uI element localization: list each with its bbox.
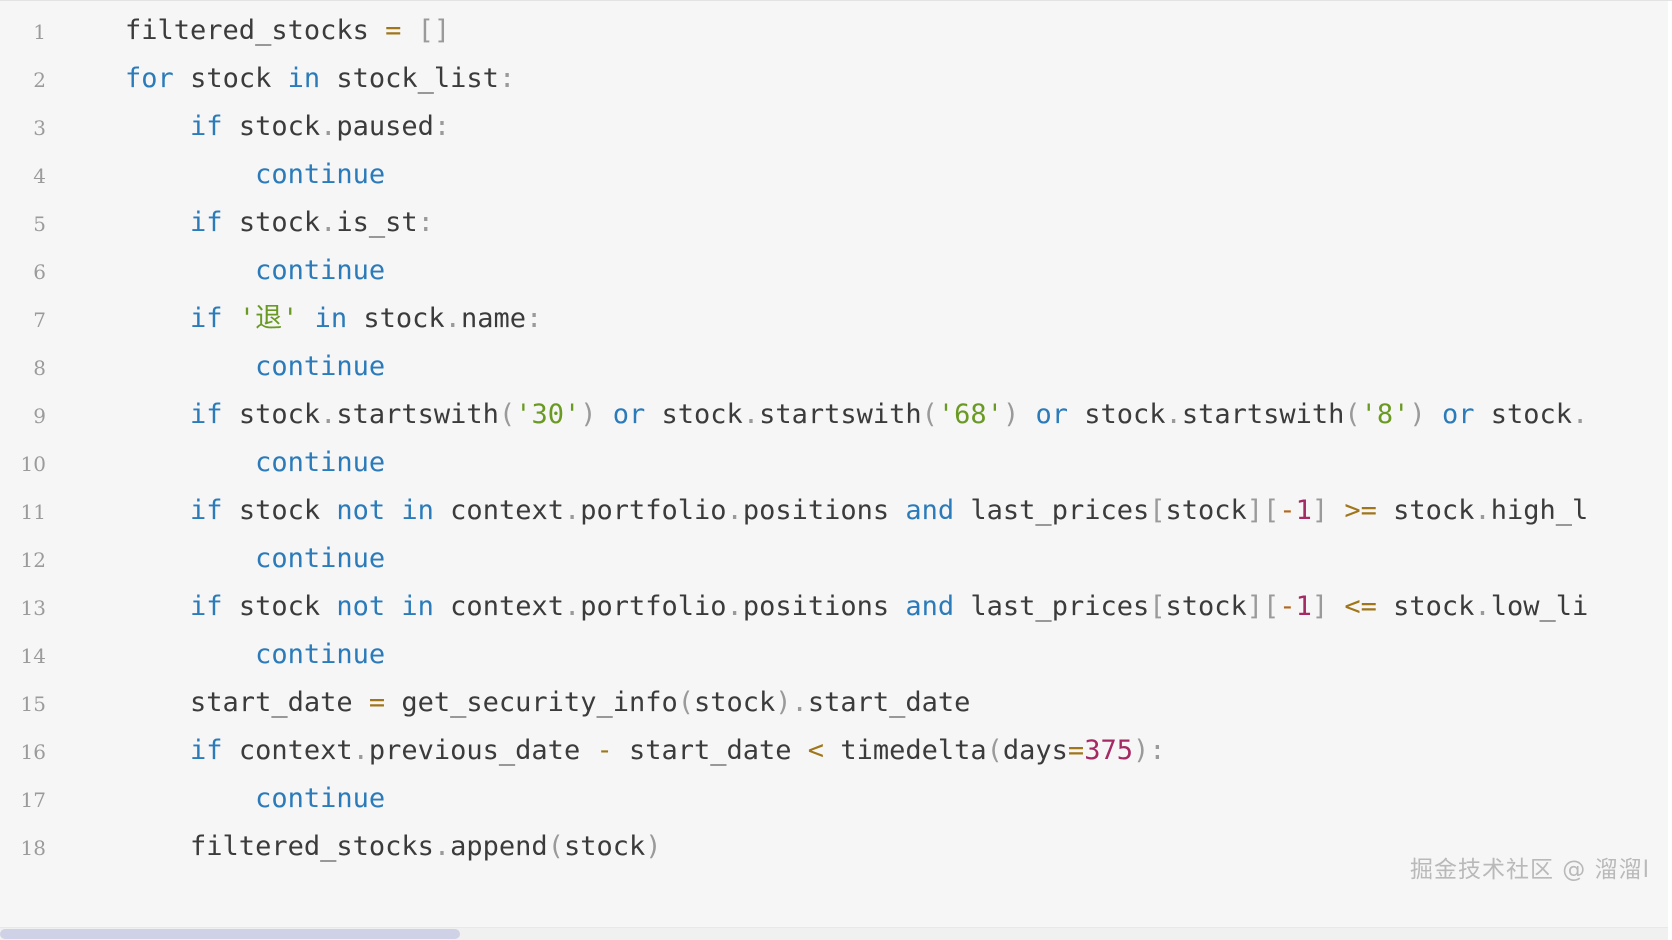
line-content: if stock not in context.portfolio.positi…: [190, 495, 1589, 526]
line-content: if '退' in stock.name:: [190, 303, 543, 334]
line-content: continue: [255, 159, 386, 190]
line-content: filtered_stocks.append(stock): [60, 831, 662, 862]
code-line[interactable]: 5 if stock.is_st:: [0, 199, 1672, 247]
line-content: filtered_stocks = []: [60, 15, 451, 46]
line-number: 12: [20, 548, 46, 572]
line-content: continue: [255, 639, 386, 670]
line-content: continue: [255, 543, 386, 574]
horizontal-scrollbar-thumb[interactable]: [0, 929, 460, 939]
code-line[interactable]: 12 continue: [0, 535, 1672, 583]
line-number: 7: [33, 308, 46, 332]
line-content: continue: [255, 351, 386, 382]
line-content: continue: [255, 783, 386, 814]
line-number: 18: [20, 836, 46, 860]
line-content: if stock.startswith('30') or stock.start…: [190, 399, 1589, 430]
line-number: 9: [33, 404, 46, 428]
line-content: continue: [255, 447, 386, 478]
code-line[interactable]: 15 start_date = get_security_info(stock)…: [0, 679, 1672, 727]
code-line[interactable]: 3 if stock.paused:: [0, 103, 1672, 151]
line-number: 3: [33, 116, 46, 140]
code-line[interactable]: 13 if stock not in context.portfolio.pos…: [0, 583, 1672, 631]
code-line[interactable]: 1 filtered_stocks = []: [0, 7, 1672, 55]
line-number: 5: [33, 212, 46, 236]
code-line[interactable]: 18 filtered_stocks.append(stock): [0, 823, 1672, 871]
code-line[interactable]: 16 if context.previous_date - start_date…: [0, 727, 1672, 775]
line-content: start_date = get_security_info(stock).st…: [60, 687, 971, 718]
line-number: 2: [33, 68, 46, 92]
line-content: if stock not in context.portfolio.positi…: [190, 591, 1589, 622]
line-content: if stock.paused:: [190, 111, 451, 142]
line-content: continue: [255, 255, 386, 286]
line-number: 13: [20, 596, 46, 620]
line-number: 16: [20, 740, 46, 764]
code-line[interactable]: 11 if stock not in context.portfolio.pos…: [0, 487, 1672, 535]
code-line[interactable]: 2 for stock in stock_list:: [0, 55, 1672, 103]
code-scroll-area[interactable]: 1 filtered_stocks = [] 2 for stock in st…: [0, 7, 1672, 940]
line-number: 1: [33, 20, 46, 44]
line-number: 17: [20, 788, 46, 812]
line-content: for stock in stock_list:: [125, 63, 516, 94]
code-line[interactable]: 14 continue: [0, 631, 1672, 679]
line-content: if context.previous_date - start_date < …: [190, 735, 1166, 766]
horizontal-scrollbar[interactable]: [0, 927, 1672, 940]
line-number: 11: [20, 500, 46, 524]
line-number: 10: [20, 452, 46, 476]
right-edge-gap: [1668, 1, 1672, 940]
line-number: 6: [33, 260, 46, 284]
line-number: 4: [33, 164, 46, 188]
code-line[interactable]: 6 continue: [0, 247, 1672, 295]
line-content: if stock.is_st:: [190, 207, 434, 238]
line-number: 15: [20, 692, 46, 716]
code-line[interactable]: 10 continue: [0, 439, 1672, 487]
code-line[interactable]: 4 continue: [0, 151, 1672, 199]
code-line[interactable]: 17 continue: [0, 775, 1672, 823]
code-line[interactable]: 7 if '退' in stock.name:: [0, 295, 1672, 343]
code-line[interactable]: 9 if stock.startswith('30') or stock.sta…: [0, 391, 1672, 439]
line-number: 8: [33, 356, 46, 380]
code-line[interactable]: 8 continue: [0, 343, 1672, 391]
line-number: 14: [20, 644, 46, 668]
